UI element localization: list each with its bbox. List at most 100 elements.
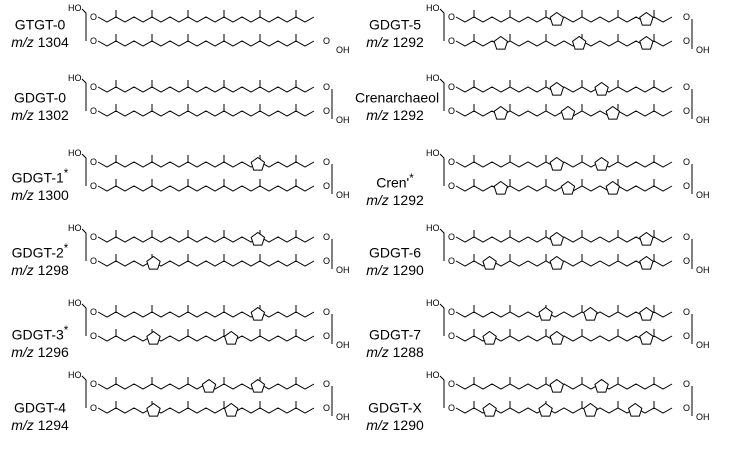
mz-value: 1296 (37, 343, 69, 360)
isoprenoid-chain-bottom (97, 110, 315, 117)
molecule-structure: HO O O O O OH (426, 370, 710, 422)
cyclopentane-ring (639, 35, 654, 50)
ether-oxygen: O (448, 232, 455, 242)
cyclopentane-ring (549, 156, 565, 171)
hydroxyl-left: HO (426, 3, 440, 13)
mz-prefix: m/z (11, 343, 34, 360)
mz-value: 1298 (37, 261, 69, 278)
hydroxyl-left: HO (426, 370, 440, 380)
cyclopentane-ring (482, 255, 497, 270)
ether-oxygen: O (90, 331, 97, 341)
isoprenoid-chain-bottom (97, 335, 315, 342)
ether-oxygen: O (90, 403, 97, 413)
cyclopentane-ring (560, 180, 576, 195)
hydroxyl-right: OH (336, 412, 350, 422)
cyclopentane-ring (223, 330, 239, 345)
mass-label: m/z 1300 (0, 187, 80, 204)
hydroxyl-left: HO (68, 73, 82, 83)
cyclopentane-ring (605, 180, 621, 195)
cyclopentane-ring (250, 231, 266, 246)
ether-oxygen: O (683, 379, 690, 389)
cyclopentane-ring (250, 378, 266, 393)
isoprenoid-chain-top (455, 311, 673, 318)
hydroxyl-left: HO (68, 148, 82, 158)
hydroxyl-right: OH (696, 340, 710, 350)
compound-name: Cren' (376, 174, 410, 191)
mass-label: m/z 1290 (355, 262, 435, 279)
mz-value: 1292 (392, 33, 424, 50)
isoprenoid-chain-bottom (97, 260, 315, 267)
star-marker: * (409, 172, 414, 185)
hydroxyl-right: OH (696, 190, 710, 200)
ether-oxygen: O (448, 157, 455, 167)
ether-oxygen: O (448, 12, 455, 22)
cyclopentane-ring (583, 306, 598, 321)
glycerol-backbone-left (439, 8, 445, 41)
compound-name: GDGT-1 (11, 169, 64, 186)
mz-value: 1304 (37, 33, 69, 50)
compound-name: GDGT-2 (11, 244, 64, 261)
ether-oxygen: O (683, 12, 690, 22)
isoprenoid-chain-top (455, 86, 673, 93)
hydroxyl-left: HO (68, 298, 82, 308)
isoprenoid-chain-bottom (97, 185, 315, 192)
structure-label: GDGT-2*m/z 1298 (0, 240, 80, 279)
mass-label: m/z 1292 (355, 192, 435, 209)
mass-label: m/z 1294 (0, 417, 80, 434)
ether-oxygen: O (448, 403, 455, 413)
hydroxyl-right: OH (696, 412, 710, 422)
mz-value: 1290 (392, 261, 424, 278)
ether-oxygen: O (323, 36, 330, 46)
glycerol-backbone-left (439, 375, 445, 408)
cyclopentane-ring (560, 105, 576, 120)
cyclopentane-ring (538, 306, 553, 321)
ether-oxygen: O (683, 403, 690, 413)
ether-oxygen: O (90, 256, 97, 266)
ether-oxygen: O (448, 331, 455, 341)
cyclopentane-ring (250, 156, 266, 171)
mz-prefix: m/z (11, 33, 34, 50)
glycerol-backbone-left (81, 228, 87, 261)
compound-name: GDGT-6 (368, 244, 422, 261)
ether-oxygen: O (683, 256, 690, 266)
isoprenoid-chain-top (455, 383, 673, 390)
compound-name: GDGT-7 (368, 326, 422, 343)
mz-prefix: m/z (366, 106, 389, 123)
ether-oxygen: O (90, 36, 97, 46)
structure-label: GDGT-1* m/z 1300 (0, 165, 80, 204)
cyclopentane-ring (549, 231, 565, 246)
hydroxyl-left: HO (68, 223, 82, 233)
mz-value: 1288 (392, 343, 424, 360)
mz-prefix: m/z (11, 106, 34, 123)
structure-label: Cren'* m/z 1292 (355, 170, 435, 209)
cyclopentane-ring (146, 330, 161, 345)
ether-oxygen: O (90, 157, 97, 167)
compound-name: Crenarchaeol (355, 89, 440, 106)
ether-oxygen: O (683, 36, 690, 46)
compound-name: GTGT-0 (14, 16, 66, 33)
hydroxyl-left: HO (68, 370, 82, 380)
ether-oxygen: O (323, 181, 330, 191)
isoprenoid-chain-top (97, 311, 315, 318)
cyclopentane-ring (482, 402, 497, 417)
ether-oxygen: O (448, 36, 455, 46)
star-marker: * (63, 167, 69, 180)
mz-prefix: m/z (11, 186, 34, 203)
ether-oxygen: O (448, 379, 455, 389)
glycerol-backbone-left (439, 78, 445, 111)
hydroxyl-left: HO (426, 73, 440, 83)
glycerol-backbone-left (81, 303, 87, 336)
hydroxyl-right: OH (336, 340, 350, 350)
cyclopentane-ring (493, 35, 509, 50)
cyclopentane-ring (639, 231, 654, 246)
